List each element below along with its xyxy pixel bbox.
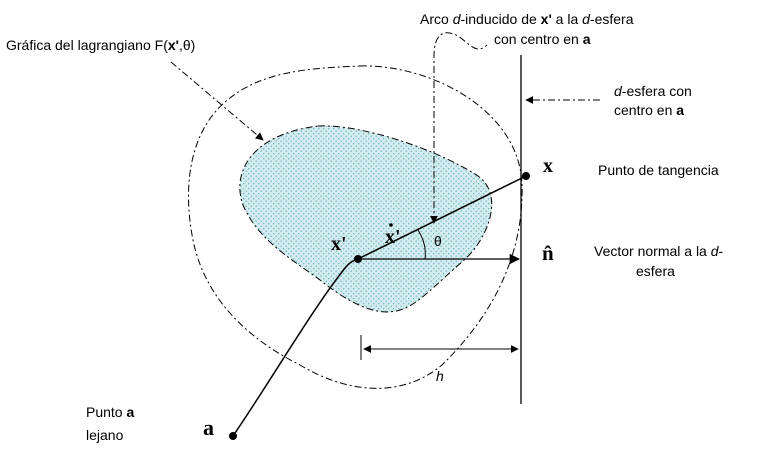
lagrangian-region	[239, 125, 493, 313]
point-x-prime	[354, 255, 362, 263]
point-a	[229, 432, 237, 440]
label-sphere-line2: centro en a	[614, 102, 684, 118]
symbol-x-prime: x'	[331, 233, 347, 255]
label-normal-line2: esfera	[636, 263, 675, 279]
label-lagrangian-graph: Gráfica del lagrangiano F(x',θ)	[6, 37, 195, 53]
symbol-theta: θ	[434, 233, 442, 249]
label-far-point-line1: Punto a	[86, 404, 134, 420]
symbol-a: a	[203, 415, 214, 440]
label-arc-line1: Arco d-inducido de x' a la d-esfera	[420, 11, 634, 27]
symbol-n-hat: n̂	[542, 241, 554, 265]
label-tangency: Punto de tangencia	[598, 162, 719, 178]
pointer-lagrangian	[170, 61, 264, 141]
segment-x-prime-to-x	[357, 175, 527, 260]
path-a-to-x-prime	[232, 258, 359, 437]
symbol-x-prime-dot: x'	[385, 226, 401, 248]
lagrangian-outer-curve	[188, 65, 523, 389]
point-x	[522, 172, 530, 180]
symbol-h: h	[436, 368, 444, 384]
label-far-point-line2: lejano	[86, 427, 124, 443]
label-sphere-line1: d-esfera con	[614, 83, 692, 99]
x-prime-dot-mark	[389, 223, 393, 227]
label-arc-line2: con centro en a	[494, 31, 591, 47]
label-normal-line1: Vector normal a la d-	[594, 243, 724, 259]
theta-arc	[417, 229, 426, 260]
symbol-x: x	[543, 155, 553, 177]
